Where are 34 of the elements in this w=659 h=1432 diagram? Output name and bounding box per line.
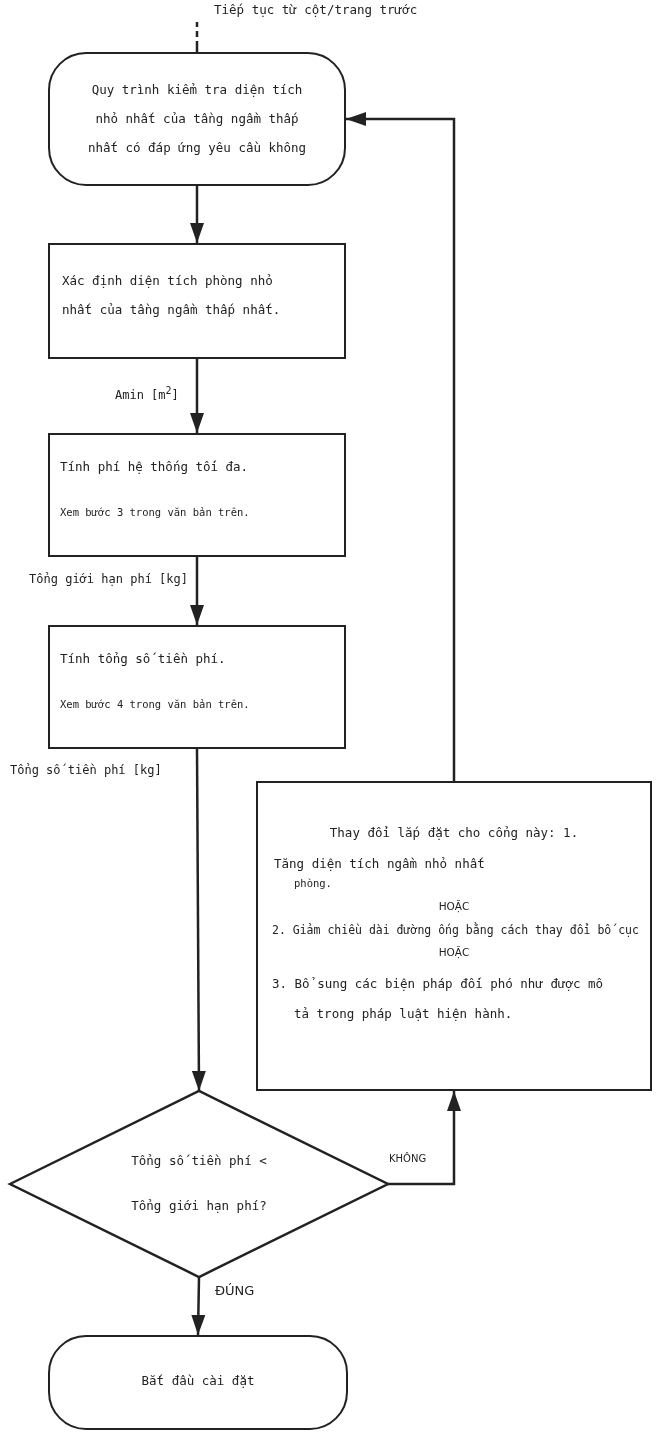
arrow	[190, 186, 204, 243]
arrow	[388, 1091, 461, 1186]
process-box	[48, 433, 346, 557]
terminal-box	[48, 52, 346, 186]
edge-label: Tổng số tiền phí [kg]	[10, 763, 162, 778]
node-label: Tính phí hệ thống tối đa.	[60, 459, 249, 474]
node-label: Quy trình kiểm tra diện tích nhỏ nhất của tầng ngầm thấp nhất có đáp ứng yêu cầu không	[86, 81, 308, 157]
process-box	[48, 625, 346, 749]
node-text: phòng.	[294, 877, 332, 890]
arrow	[346, 112, 456, 781]
node-text: 2. Giảm chiều dài đường ống bằng cách thay đổi bố cục	[272, 924, 639, 938]
arrow	[190, 359, 204, 433]
arrow	[191, 749, 206, 1091]
process-box	[256, 781, 652, 1091]
node-text: 3. Bổ sung các biện pháp đối phó như được mô tả trong pháp luật hiện hành.	[272, 974, 605, 1023]
arrow	[190, 557, 204, 625]
process-box	[48, 243, 346, 359]
node-text: HOẶC	[438, 946, 470, 959]
node-text: Tăng diện tích ngầm nhỏ nhất	[274, 856, 485, 871]
decision-diamond	[10, 1091, 388, 1277]
node-label: Tính tổng số tiền phí.	[60, 651, 226, 666]
node-label: Tiếp tục từ cột/trang trước	[213, 2, 418, 17]
node-label: Thay đổi lắp đặt cho cổng này: 1.	[329, 825, 579, 840]
node-label: Bắt đầu cài đặt	[141, 1373, 255, 1388]
node-text: Xem bước 3 trong văn bản trên.	[60, 506, 250, 519]
edge-label: Amin [m$^{2}$]	[115, 385, 179, 403]
node-label: Tổng số tiền phí <	[131, 1153, 267, 1168]
connector-line	[195, 22, 199, 52]
node-text: HOẶC	[438, 899, 470, 913]
arrow	[191, 1276, 206, 1336]
terminal-box	[48, 1335, 348, 1430]
node-text: Xem bước 4 trong văn bản trên.	[60, 698, 250, 711]
node-text: Tổng giới hạn phí?	[131, 1198, 267, 1213]
node-label: Xác định diện tích phòng nhỏ nhất của tầng ngầm thấp nhất.	[62, 272, 282, 319]
